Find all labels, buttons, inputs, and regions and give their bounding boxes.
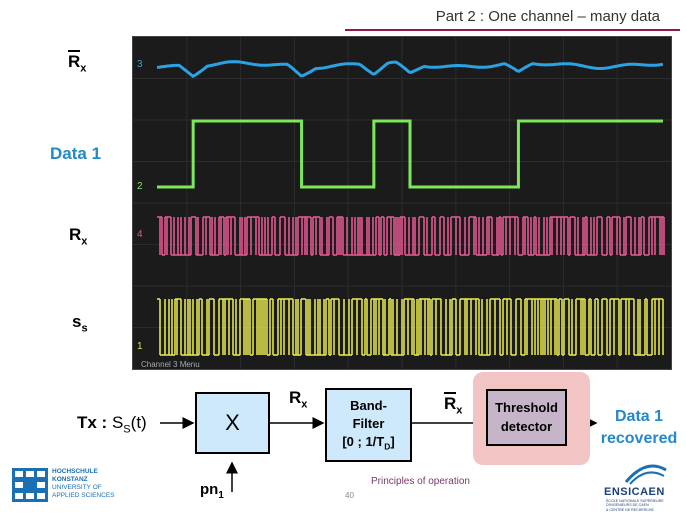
hochschule-logo-text: HOCHSCHULE KONSTANZ UNIVERSITY OF APPLIE… [52, 468, 115, 500]
channel-marker-1: 1 [137, 341, 143, 352]
trace-rx-bar [156, 60, 664, 79]
label-ss: ss [72, 312, 88, 335]
scope-menu-text: Channel 3 Menu [141, 360, 200, 369]
label-rx-bar: Rx [68, 50, 87, 75]
ensicaen-logo-icon [624, 462, 668, 491]
rx-label-after-mixer: Rx [289, 388, 308, 411]
band-filter-block: Band- Filter [0 ; 1/TD] [325, 388, 412, 462]
channel-marker-4: 4 [137, 229, 143, 240]
label-rx: Rx [69, 225, 88, 248]
mixer-block: X [195, 392, 270, 454]
diagram-input-label: Tx : SS(t) [77, 413, 147, 436]
channel-marker-3: 3 [137, 59, 143, 70]
hochschule-logo-icon [12, 468, 48, 502]
rx-bar-label-after-filter: Rx [444, 392, 463, 417]
title-underline [345, 29, 680, 31]
trace-ss [157, 298, 664, 356]
threshold-detector-block: Threshold detector [486, 389, 567, 446]
slide-title: Part 2 : One channel – many data [435, 8, 660, 25]
output-label: Data 1 recovered [600, 408, 678, 448]
channel-marker-2: 2 [137, 181, 143, 192]
page-number: 40 [345, 491, 354, 500]
footer-caption: Principles of operation [371, 476, 470, 487]
pn1-label: pn1 [200, 481, 224, 501]
trace-data1 [157, 119, 663, 189]
ensicaen-logo-subtext: ÉCOLE NATIONALE SUPÉRIEURE D'INGÉNIEURS … [606, 499, 664, 512]
ensicaen-logo-text: ENSICAEN [604, 486, 665, 498]
oscilloscope-traces: 3 2 4 1 Channel 3 Menu [133, 37, 671, 369]
oscilloscope-screen: 3 2 4 1 Channel 3 Menu [132, 36, 672, 370]
trace-rx [157, 216, 665, 256]
channel-markers: 3 2 4 1 [137, 59, 143, 352]
label-data1: Data 1 [50, 144, 102, 163]
